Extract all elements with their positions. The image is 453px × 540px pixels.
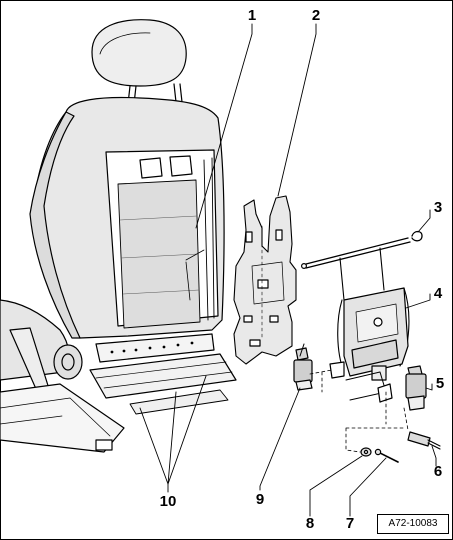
callout-8: 8 bbox=[305, 515, 315, 532]
callout-10: 10 bbox=[159, 493, 177, 510]
leader-4 bbox=[405, 293, 431, 309]
clip-item-3 bbox=[411, 230, 423, 242]
callout-9: 9 bbox=[255, 491, 265, 508]
headrest bbox=[91, 19, 187, 87]
callout-5: 5 bbox=[435, 375, 445, 392]
leader-6 bbox=[431, 445, 437, 467]
leader-10b bbox=[167, 391, 177, 485]
leader-9 bbox=[259, 387, 301, 491]
bolt-item-6 bbox=[407, 431, 441, 450]
leader-3 bbox=[417, 209, 431, 233]
motor-item-5 bbox=[405, 365, 427, 411]
leader-10c bbox=[167, 375, 207, 485]
reference-code: A72-10083 bbox=[377, 514, 449, 534]
callout-1: 1 bbox=[247, 7, 257, 24]
leader-10a bbox=[139, 407, 169, 493]
seat-rails bbox=[0, 383, 125, 453]
leader-1 bbox=[195, 23, 253, 229]
screw-item-7 bbox=[374, 448, 399, 463]
motor-item-9 bbox=[293, 343, 313, 391]
lower-frame-bar bbox=[95, 333, 215, 363]
nut-item-8 bbox=[360, 447, 372, 457]
leader-8 bbox=[309, 455, 363, 517]
callout-3: 3 bbox=[433, 199, 443, 216]
backrest-panel bbox=[117, 179, 201, 329]
leader-7 bbox=[349, 457, 387, 517]
seat-assembly bbox=[0, 19, 237, 453]
assembly-lines bbox=[309, 369, 409, 453]
callout-6: 6 bbox=[433, 463, 443, 480]
leader-2 bbox=[277, 23, 317, 197]
recline-knob bbox=[53, 344, 83, 380]
leader-lines bbox=[139, 23, 437, 517]
callout-7: 7 bbox=[345, 515, 355, 532]
callout-4: 4 bbox=[433, 285, 443, 302]
lumbar-frame bbox=[301, 237, 411, 403]
leader-5 bbox=[425, 383, 433, 391]
lumbar-support-plate bbox=[233, 195, 297, 365]
headrest-posts bbox=[127, 83, 183, 105]
callout-2: 2 bbox=[311, 7, 321, 24]
